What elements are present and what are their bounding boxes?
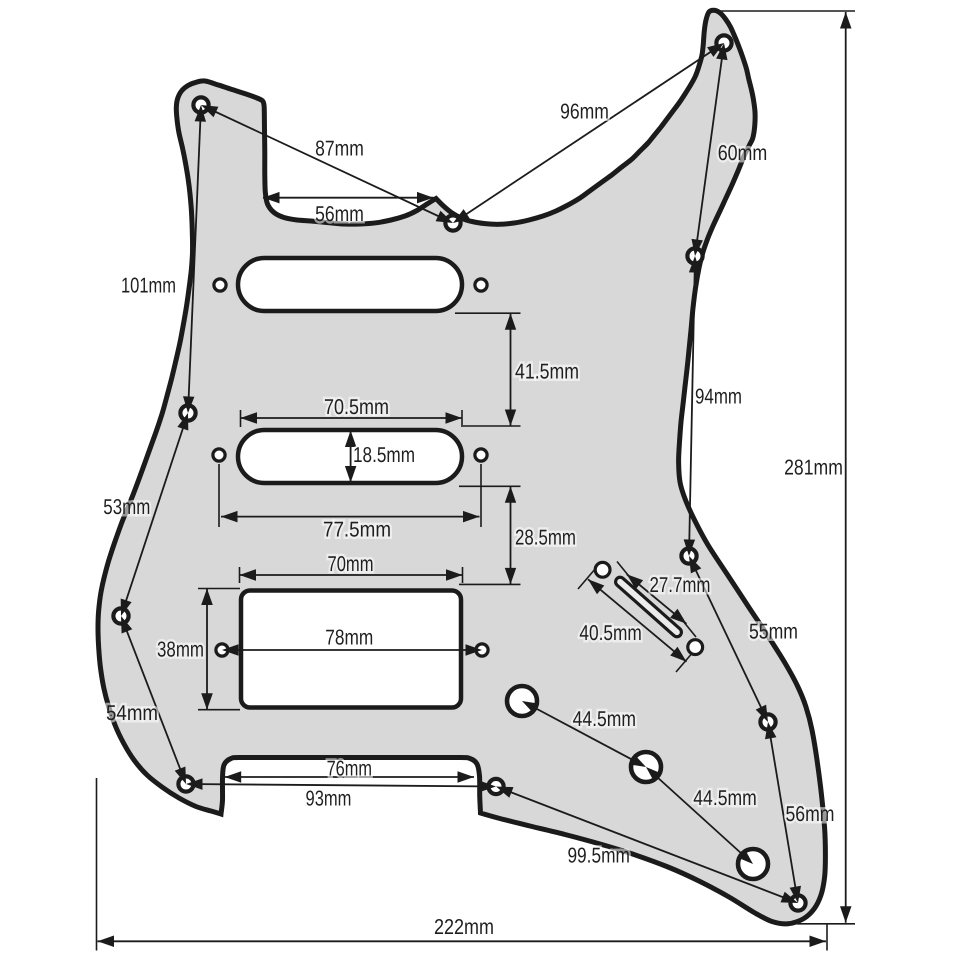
svg-text:76mm: 76mm [327, 757, 372, 781]
svg-text:56mm: 56mm [786, 802, 835, 826]
svg-text:28.5mm: 28.5mm [515, 526, 576, 550]
svg-text:55mm: 55mm [749, 620, 798, 644]
svg-text:222mm: 222mm [434, 915, 494, 939]
svg-text:87mm: 87mm [315, 136, 364, 160]
svg-text:27.7mm: 27.7mm [650, 573, 711, 597]
svg-text:78mm: 78mm [325, 626, 373, 650]
svg-text:41.5mm: 41.5mm [515, 360, 579, 384]
svg-text:60mm: 60mm [718, 141, 768, 165]
svg-text:40.5mm: 40.5mm [579, 621, 642, 645]
svg-text:70mm: 70mm [328, 552, 374, 576]
svg-text:56mm: 56mm [315, 202, 364, 226]
svg-text:70.5mm: 70.5mm [324, 395, 389, 419]
svg-text:44.5mm: 44.5mm [693, 786, 756, 810]
svg-text:99.5mm: 99.5mm [567, 844, 630, 868]
svg-text:93mm: 93mm [306, 787, 352, 811]
svg-text:94mm: 94mm [695, 385, 742, 409]
svg-text:18.5mm: 18.5mm [353, 443, 415, 467]
svg-text:281mm: 281mm [784, 456, 843, 480]
svg-text:44.5mm: 44.5mm [573, 707, 636, 731]
svg-text:54mm: 54mm [106, 701, 158, 725]
svg-text:38mm: 38mm [157, 638, 204, 662]
svg-text:96mm: 96mm [560, 99, 609, 123]
svg-text:53mm: 53mm [103, 495, 150, 519]
svg-text:77.5mm: 77.5mm [323, 518, 391, 542]
svg-text:101mm: 101mm [121, 274, 176, 298]
